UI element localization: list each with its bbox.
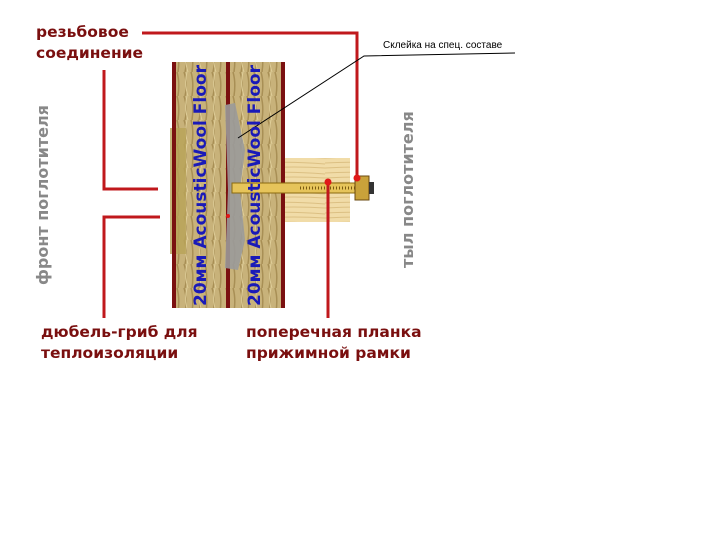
glue-note: Склейка на спец. составе [383, 40, 503, 51]
threaded-joint-label: резьбовое соединение [36, 22, 143, 64]
front-label: фронт поглотителя [33, 105, 52, 285]
glue-leader-line [237, 52, 516, 139]
panel-left-label: 20мм AcousticWool Floor [191, 65, 211, 306]
back-label: тыл поглотителя [398, 111, 417, 268]
plank-label: поперечная планка прижимной рамки [246, 322, 422, 364]
callout-lines [102, 31, 359, 318]
panel-right-label: 20мм AcousticWool Floor [245, 65, 265, 306]
label-line: резьбовое [36, 23, 129, 41]
label-line: дюбель-гриб для [41, 323, 198, 341]
dowel-label: дюбель-гриб для теплоизоляции [41, 322, 198, 364]
panel-border [172, 62, 176, 308]
label-line: соединение [36, 44, 144, 62]
label-line: прижимной рамки [246, 344, 411, 362]
label-line: поперечная планка [246, 323, 422, 341]
label-line: теплоизоляции [41, 344, 179, 362]
